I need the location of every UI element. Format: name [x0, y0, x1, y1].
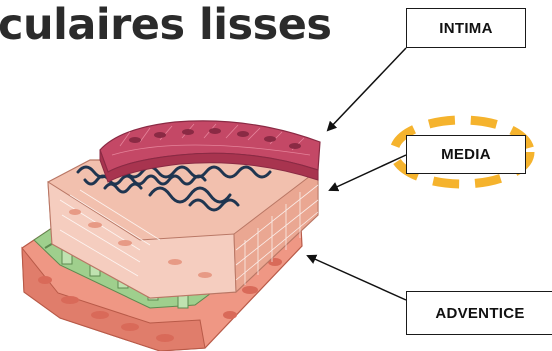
media-label: MEDIA: [406, 135, 526, 174]
adventice-arrow: [308, 256, 406, 300]
adventice-label: ADVENTICE: [406, 291, 552, 335]
media-arrow: [330, 155, 406, 190]
intima-arrow: [328, 48, 406, 130]
intima-label: INTIMA: [406, 8, 526, 48]
